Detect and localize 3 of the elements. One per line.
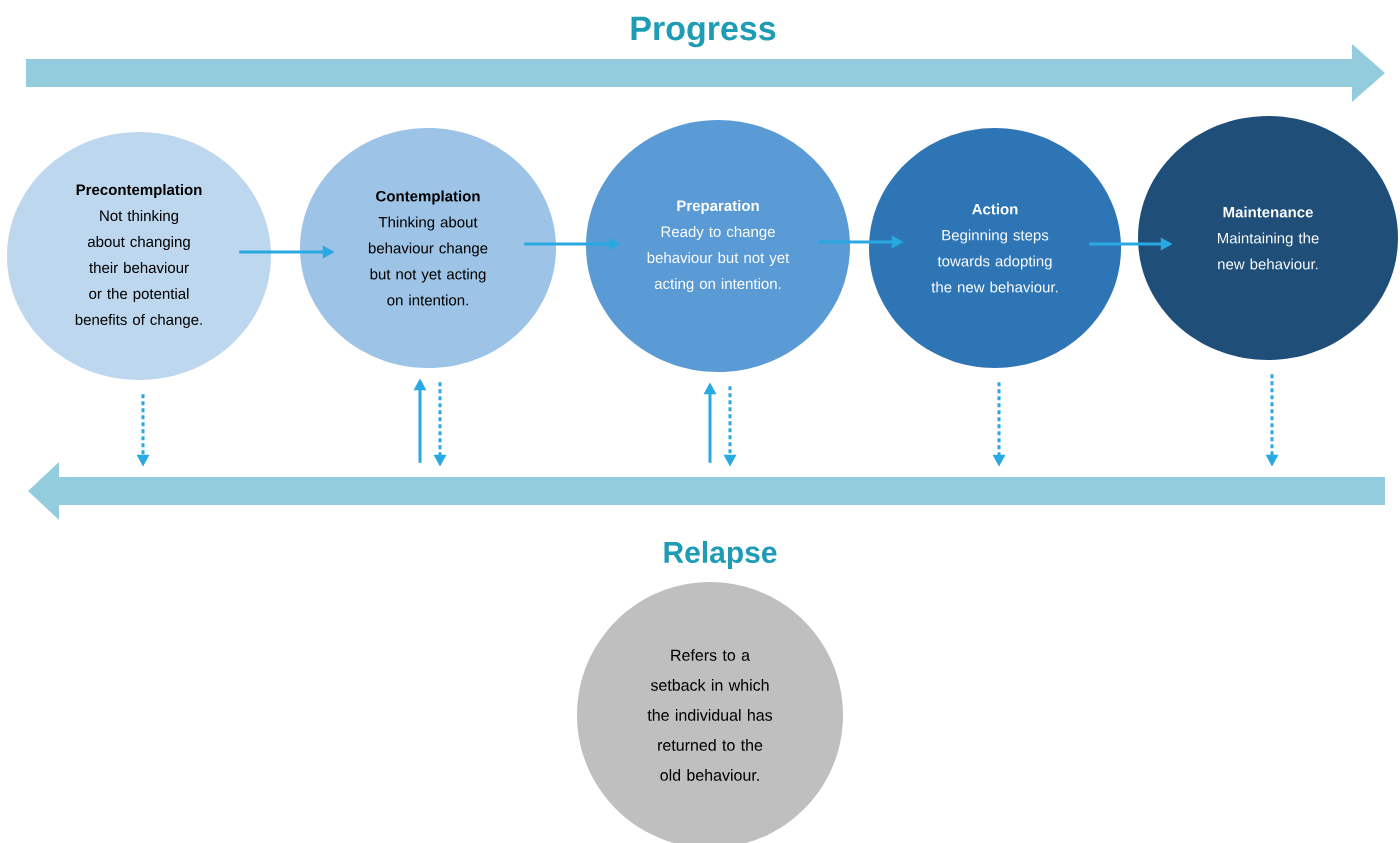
title: Progress [631, 16, 776, 48]
relapse-arrow [28, 462, 1385, 520]
heading: Relapse [664, 541, 777, 569]
